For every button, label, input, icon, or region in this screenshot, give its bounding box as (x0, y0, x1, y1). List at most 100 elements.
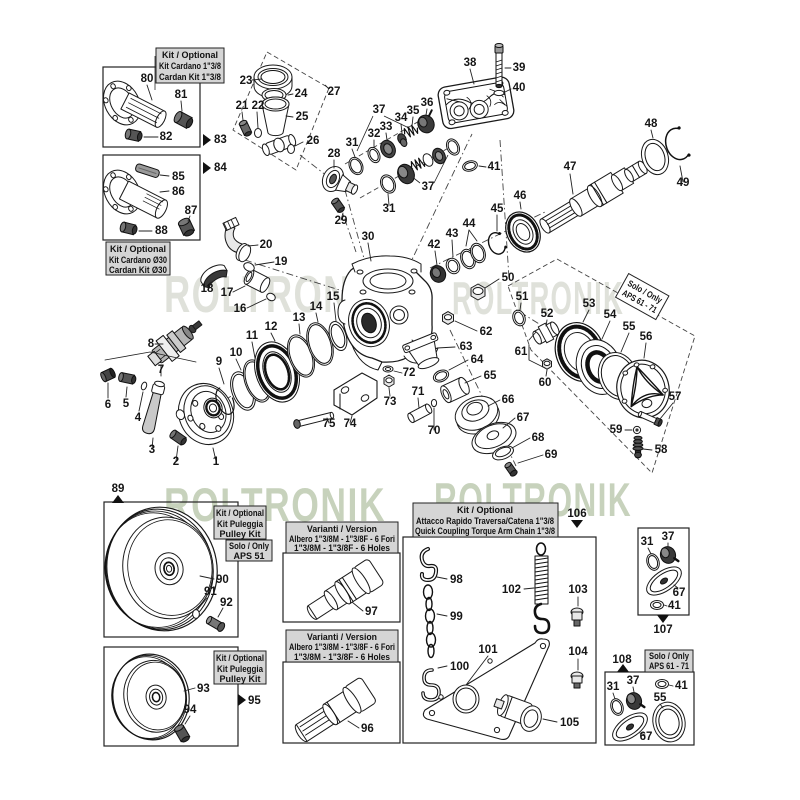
svg-text:APS 51: APS 51 (233, 551, 264, 561)
svg-text:Kit Puleggia: Kit Puleggia (217, 664, 264, 674)
svg-text:14: 14 (310, 301, 323, 313)
svg-text:Solo / Only: Solo / Only (649, 651, 689, 661)
svg-text:26: 26 (307, 135, 320, 147)
svg-text:50: 50 (502, 272, 515, 284)
svg-text:67: 67 (517, 412, 530, 424)
svg-text:39: 39 (513, 62, 526, 74)
svg-text:85: 85 (172, 171, 185, 183)
svg-text:40: 40 (513, 82, 526, 94)
svg-text:17: 17 (221, 287, 234, 299)
svg-text:37: 37 (662, 531, 675, 543)
svg-text:57: 57 (669, 391, 682, 403)
svg-text:20: 20 (260, 239, 273, 251)
svg-text:55: 55 (654, 692, 667, 704)
svg-text:75: 75 (323, 418, 336, 430)
svg-text:APS 61 - 71: APS 61 - 71 (649, 661, 689, 671)
svg-text:54: 54 (604, 309, 617, 321)
svg-text:95: 95 (248, 695, 261, 707)
svg-text:68: 68 (532, 432, 545, 444)
svg-text:Albero 1"3/8M - 1"3/8F - 6 For: Albero 1"3/8M - 1"3/8F - 6 Fori (289, 534, 395, 544)
svg-text:66: 66 (502, 394, 515, 406)
svg-text:12: 12 (265, 321, 278, 333)
svg-text:47: 47 (564, 161, 577, 173)
svg-text:105: 105 (560, 717, 580, 729)
svg-text:Albero 1"3/8M - 1"3/8F - 6 For: Albero 1"3/8M - 1"3/8F - 6 Fori (289, 642, 395, 652)
svg-text:97: 97 (365, 606, 378, 618)
svg-text:24: 24 (295, 88, 308, 100)
svg-text:Kit / Optional: Kit / Optional (216, 653, 264, 663)
svg-text:81: 81 (175, 89, 188, 101)
svg-text:32: 32 (368, 128, 381, 140)
svg-text:84: 84 (214, 162, 227, 174)
svg-text:Kit / Optional: Kit / Optional (216, 508, 264, 518)
svg-text:45: 45 (491, 203, 504, 215)
svg-text:18: 18 (201, 283, 214, 295)
svg-text:55: 55 (623, 321, 636, 333)
svg-text:67: 67 (673, 587, 686, 599)
svg-text:106: 106 (567, 508, 586, 520)
svg-text:101: 101 (478, 644, 498, 656)
svg-text:103: 103 (568, 584, 587, 596)
svg-text:37: 37 (373, 104, 386, 116)
svg-text:Cardan Kit Ø30: Cardan Kit Ø30 (109, 265, 167, 275)
svg-text:11: 11 (246, 330, 259, 342)
svg-text:49: 49 (677, 177, 690, 189)
svg-text:63: 63 (460, 341, 473, 353)
svg-text:64: 64 (471, 354, 484, 366)
svg-text:71: 71 (412, 386, 425, 398)
svg-text:27: 27 (328, 86, 341, 98)
svg-text:28: 28 (328, 148, 341, 160)
svg-text:Kit Cardano Ø30: Kit Cardano Ø30 (109, 255, 167, 265)
svg-text:8: 8 (148, 338, 155, 350)
svg-text:69: 69 (545, 449, 558, 461)
svg-text:61: 61 (515, 346, 528, 358)
svg-text:6: 6 (105, 399, 111, 411)
svg-text:1"3/8M - 1"3/8F - 6 Holes: 1"3/8M - 1"3/8F - 6 Holes (294, 543, 390, 553)
svg-text:72: 72 (403, 367, 416, 379)
svg-text:Varianti / Version: Varianti / Version (307, 632, 377, 642)
svg-text:94: 94 (184, 704, 197, 716)
svg-text:65: 65 (484, 370, 497, 382)
svg-text:62: 62 (480, 326, 493, 338)
svg-text:Cardan Kit 1"3/8: Cardan Kit 1"3/8 (159, 72, 221, 82)
svg-text:70: 70 (428, 425, 441, 437)
svg-text:34: 34 (395, 112, 408, 124)
svg-text:Solo / Only: Solo / Only (229, 541, 269, 551)
svg-text:42: 42 (428, 239, 441, 251)
svg-text:48: 48 (645, 118, 658, 130)
svg-text:93: 93 (197, 683, 210, 695)
svg-text:3: 3 (149, 444, 155, 456)
svg-text:2: 2 (173, 456, 179, 468)
svg-text:88: 88 (155, 225, 168, 237)
svg-text:102: 102 (502, 584, 521, 596)
svg-text:31: 31 (346, 137, 359, 149)
svg-text:87: 87 (185, 205, 198, 217)
svg-text:58: 58 (655, 444, 668, 456)
svg-text:52: 52 (541, 308, 554, 320)
svg-text:98: 98 (450, 574, 463, 586)
svg-text:Kit / Optional: Kit / Optional (162, 50, 218, 60)
svg-text:41: 41 (668, 600, 681, 612)
svg-text:7: 7 (158, 364, 164, 376)
svg-text:35: 35 (407, 105, 420, 117)
svg-text:4: 4 (135, 412, 142, 424)
svg-text:5: 5 (123, 398, 130, 410)
svg-text:15: 15 (327, 291, 340, 303)
svg-text:92: 92 (220, 597, 233, 609)
svg-text:80: 80 (141, 73, 154, 85)
svg-text:31: 31 (607, 681, 620, 693)
svg-text:37: 37 (627, 675, 640, 687)
svg-text:59: 59 (610, 424, 623, 436)
svg-text:Pulley Kit: Pulley Kit (219, 529, 260, 539)
svg-text:Kit Puleggia: Kit Puleggia (217, 519, 264, 529)
svg-text:74: 74 (344, 418, 357, 430)
svg-text:60: 60 (539, 377, 552, 389)
svg-text:41: 41 (488, 161, 501, 173)
svg-text:16: 16 (234, 303, 247, 315)
svg-text:Kit / Optional: Kit / Optional (457, 505, 513, 515)
svg-text:31: 31 (641, 536, 654, 548)
svg-text:83: 83 (214, 134, 227, 146)
svg-text:43: 43 (446, 228, 459, 240)
svg-text:1: 1 (213, 456, 220, 468)
svg-text:25: 25 (296, 111, 309, 123)
